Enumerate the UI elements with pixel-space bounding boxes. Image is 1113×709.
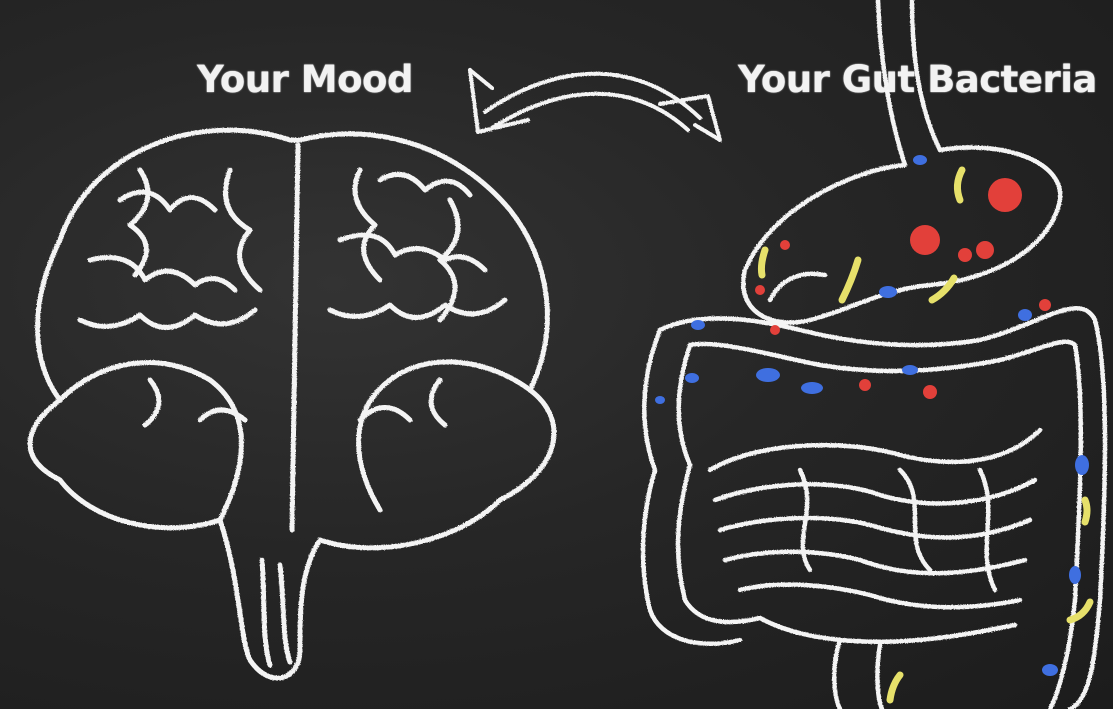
brain-icon <box>30 130 554 678</box>
mood-label: Your Mood <box>197 58 413 101</box>
double-arrow-icon <box>470 70 720 140</box>
gut-bacteria-label: Your Gut Bacteria <box>738 58 1097 101</box>
